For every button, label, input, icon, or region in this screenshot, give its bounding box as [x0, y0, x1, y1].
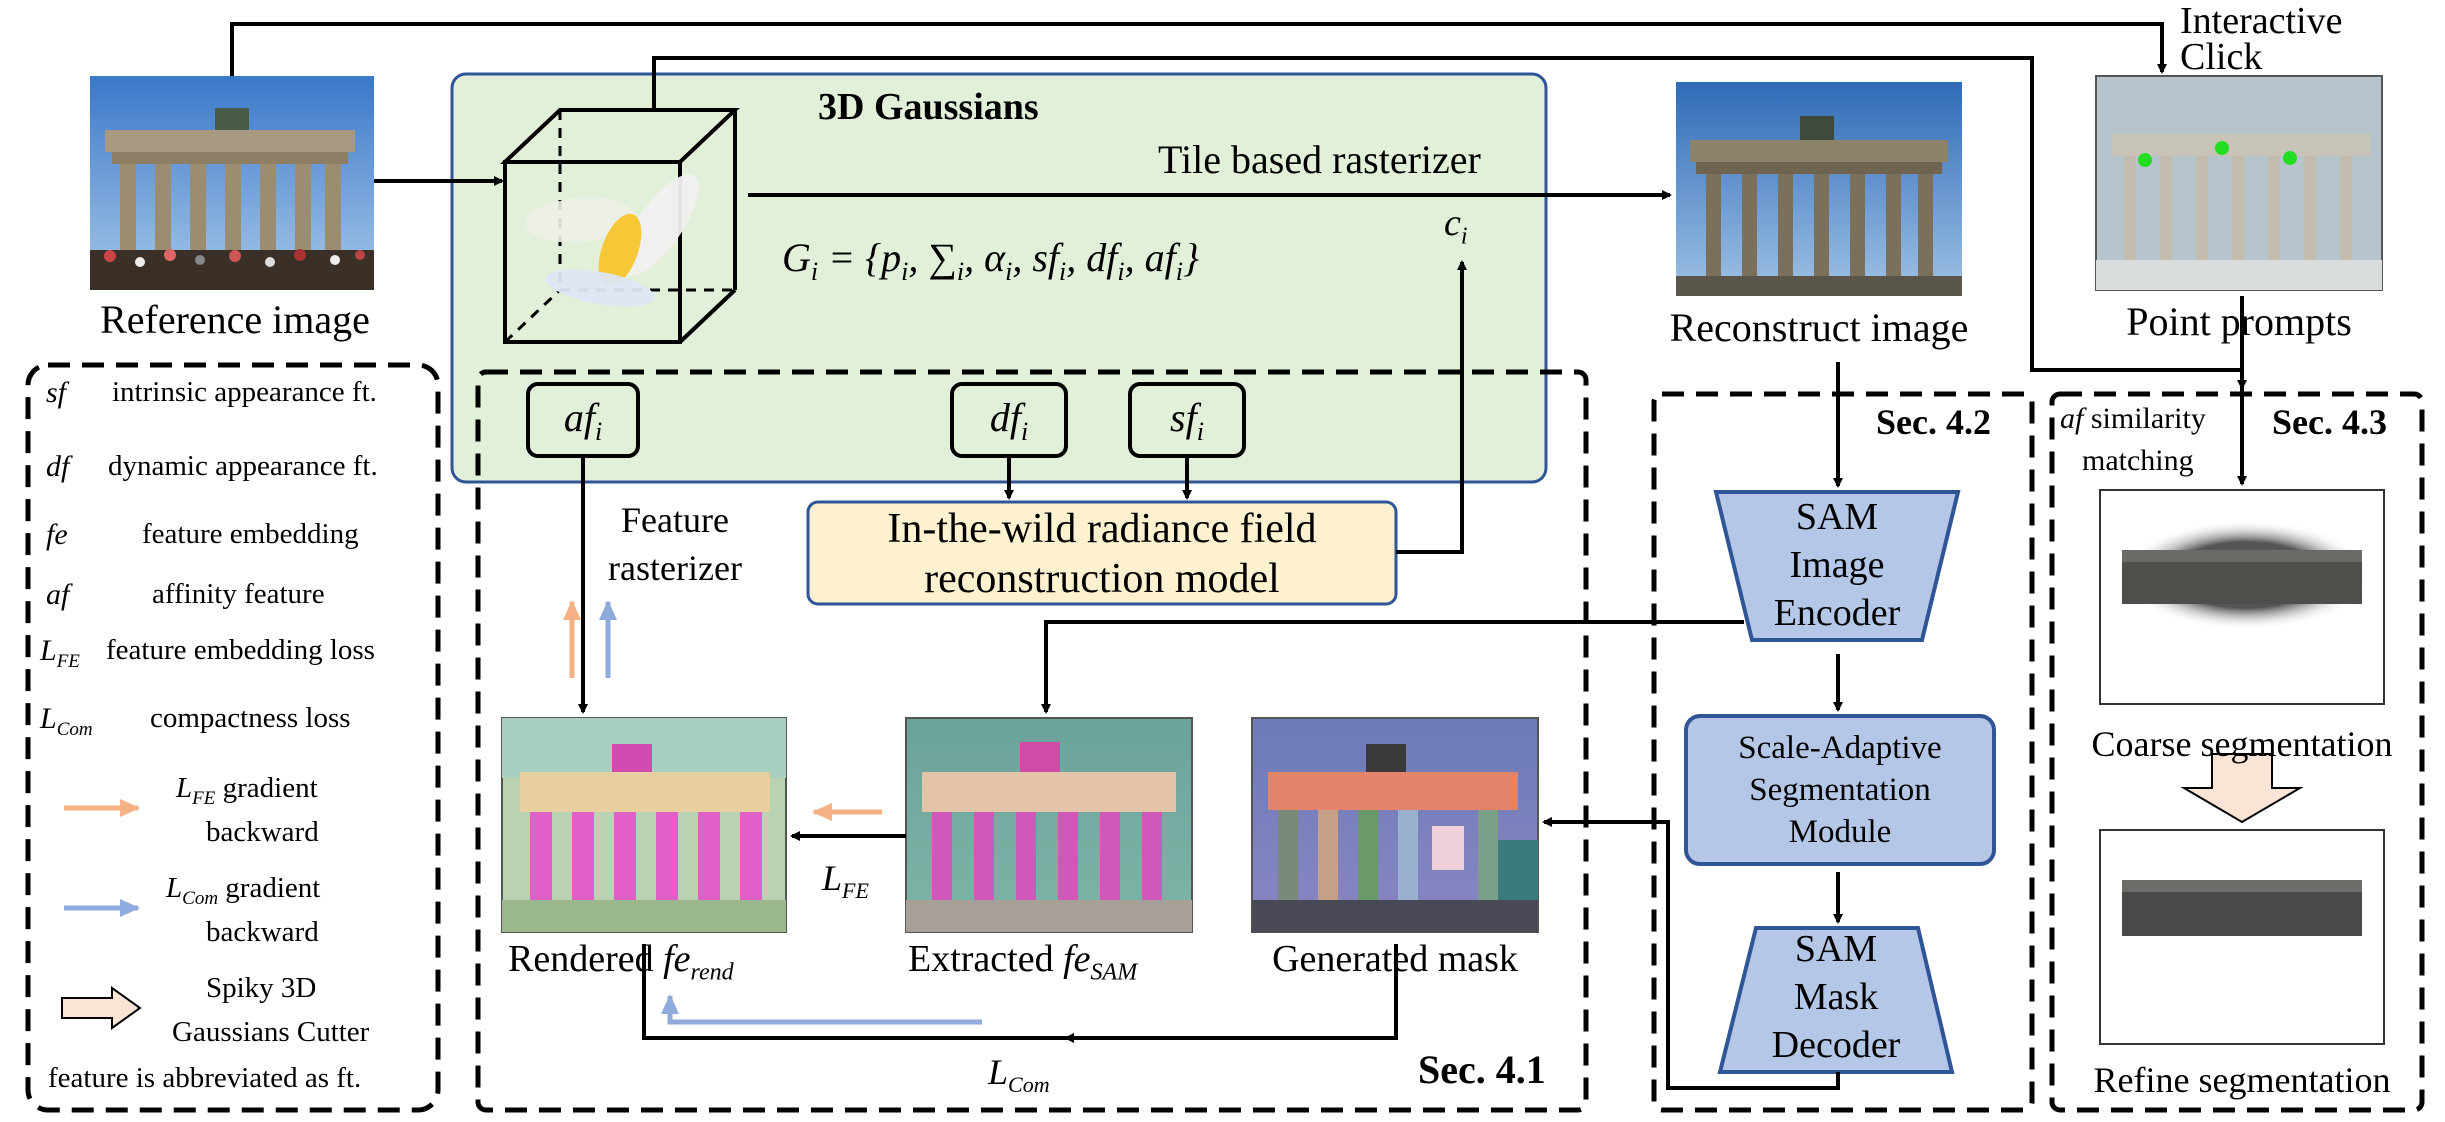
legend-footer: feature is abbreviated as ft. [48, 1062, 362, 1094]
legend-cutter-1: Spiky 3D [206, 972, 317, 1004]
coarse-segmentation-image [2099, 489, 2385, 705]
sam-encoder-label-2: Image [1789, 544, 1885, 586]
feature-rasterizer-label-2: rasterizer [608, 548, 742, 588]
legend-desc-lcom: compactness loss [150, 702, 351, 734]
generated-mask-caption: Generated mask [1272, 938, 1518, 980]
extracted-feature-image [905, 717, 1193, 933]
sec43-panel [2049, 391, 2425, 1113]
sec42-panel [1651, 391, 2035, 1113]
legend-hollow-arrow-icon [61, 986, 142, 1030]
legend-lcom-grad-text: gradient [225, 872, 321, 904]
reference-image [90, 76, 374, 290]
sec42-label: Sec. 4.2 [1876, 402, 1991, 442]
point-prompts-caption: Point prompts [2126, 299, 2352, 344]
legend-sym-sf: sf [46, 376, 67, 409]
sec41-panel [475, 369, 1589, 1113]
gaussians-title: 3D Gaussians [818, 86, 1039, 128]
rendered-caption-text: Rendered [508, 938, 654, 980]
green-point-1 [2138, 153, 2152, 167]
legend-lcom-grad-sym: LCom [166, 872, 219, 909]
af-similarity-text: similarity [2090, 402, 2206, 435]
af-prefix: af [2060, 402, 2084, 435]
legend-sym-df: df [46, 450, 70, 483]
sam-decoder-label-2: Mask [1793, 976, 1879, 1018]
reference-image-caption: Reference image [100, 297, 370, 342]
legend-cutter-2: Gaussians Cutter [172, 1016, 370, 1048]
af-similarity-label-1: af similarity [2060, 404, 2206, 434]
reconstruct-caption: Reconstruct image [1669, 305, 1969, 350]
lfe-label: LFE [822, 858, 869, 904]
legend-desc-df: dynamic appearance ft. [108, 450, 378, 482]
legend-desc-fe: feature embedding [142, 518, 359, 550]
tile-rasterizer-label: Tile based rasterizer [1158, 137, 1481, 182]
scale-adaptive-box [1684, 714, 1996, 866]
point-prompts-image [2095, 75, 2383, 291]
scale-adaptive-label-3: Module [1788, 814, 1892, 850]
radiance-label-1: In-the-wild radiance field [887, 506, 1317, 552]
sec43-label: Sec. 4.3 [2272, 402, 2387, 442]
interactive-label-2: Click [2180, 36, 2263, 78]
af-similarity-label-2: matching [2082, 444, 2194, 477]
rendered-feature-image [501, 717, 787, 933]
legend-sym-lcom: LCom [40, 702, 93, 740]
feature-rasterizer-label-1: Feature [621, 500, 729, 540]
sam-decoder-label-1: SAM [1794, 928, 1878, 970]
cube-icon [499, 108, 741, 344]
sam-decoder-box [1717, 926, 1955, 1074]
af-node-label: afi [563, 395, 603, 446]
legend-desc-af: affinity feature [152, 578, 325, 610]
ci-label: ci [1444, 202, 1468, 250]
scale-adaptive-label-1: Scale-Adaptive [1738, 730, 1942, 766]
refine-segmentation-image [2099, 829, 2385, 1045]
sam-decoder-label-3: Decoder [1771, 1024, 1901, 1066]
hollow-arrow-icon [2180, 753, 2304, 824]
interactive-label-1: Interactive [2180, 0, 2343, 42]
legend-sym-lfe: LFE [40, 634, 80, 672]
radiance-label-2: reconstruction model [924, 556, 1280, 602]
legend-lfe-grad-sym: LFE [176, 772, 216, 809]
green-point-2 [2215, 141, 2229, 155]
green-point-3 [2283, 151, 2297, 165]
legend-panel [25, 362, 441, 1113]
sam-encoder-label-3: Encoder [1773, 592, 1901, 634]
rendered-sym: ferend [663, 938, 734, 986]
extracted-caption: Extracted feSAM [908, 940, 1137, 985]
reconstruct-image [1676, 82, 1962, 296]
sam-encoder-label-1: SAM [1795, 496, 1879, 538]
legend-lcom-grad-2: backward [206, 916, 319, 948]
extracted-sym: feSAM [1063, 938, 1138, 986]
legend-lfe-grad-1: LFE gradient [176, 774, 318, 808]
df-node-label: dfi [989, 395, 1029, 446]
legend-sym-af: af [46, 578, 70, 611]
coarse-seg-caption: Coarse segmentation [2091, 724, 2393, 764]
legend-desc-sf: intrinsic appearance ft. [112, 376, 377, 408]
gaussians-panel [450, 72, 1548, 484]
sec41-label: Sec. 4.1 [1418, 1047, 1546, 1092]
legend-lfe-grad-2: backward [206, 816, 319, 848]
refine-seg-caption: Refine segmentation [2093, 1060, 2391, 1100]
lcom-label: LCom [988, 1052, 1050, 1098]
sam-encoder-box [1713, 490, 1961, 642]
scale-adaptive-label-2: Segmentation [1749, 772, 1931, 808]
sf-node-label: sfi [1170, 395, 1204, 446]
legend-desc-lfe: feature embedding loss [106, 634, 375, 666]
generated-mask-image [1251, 717, 1539, 933]
legend-sym-fe: fe [46, 518, 68, 551]
legend-lfe-grad-text: gradient [222, 772, 318, 804]
rendered-caption: Rendered ferend [508, 940, 734, 985]
ellipsoid-icon [525, 174, 699, 307]
extracted-caption-text: Extracted [908, 938, 1054, 980]
gaussian-formula: Gi = {pi, ∑i, αi, sfi, dfi, afi} [782, 235, 1199, 286]
legend-lcom-grad-1: LCom gradient [166, 874, 320, 908]
